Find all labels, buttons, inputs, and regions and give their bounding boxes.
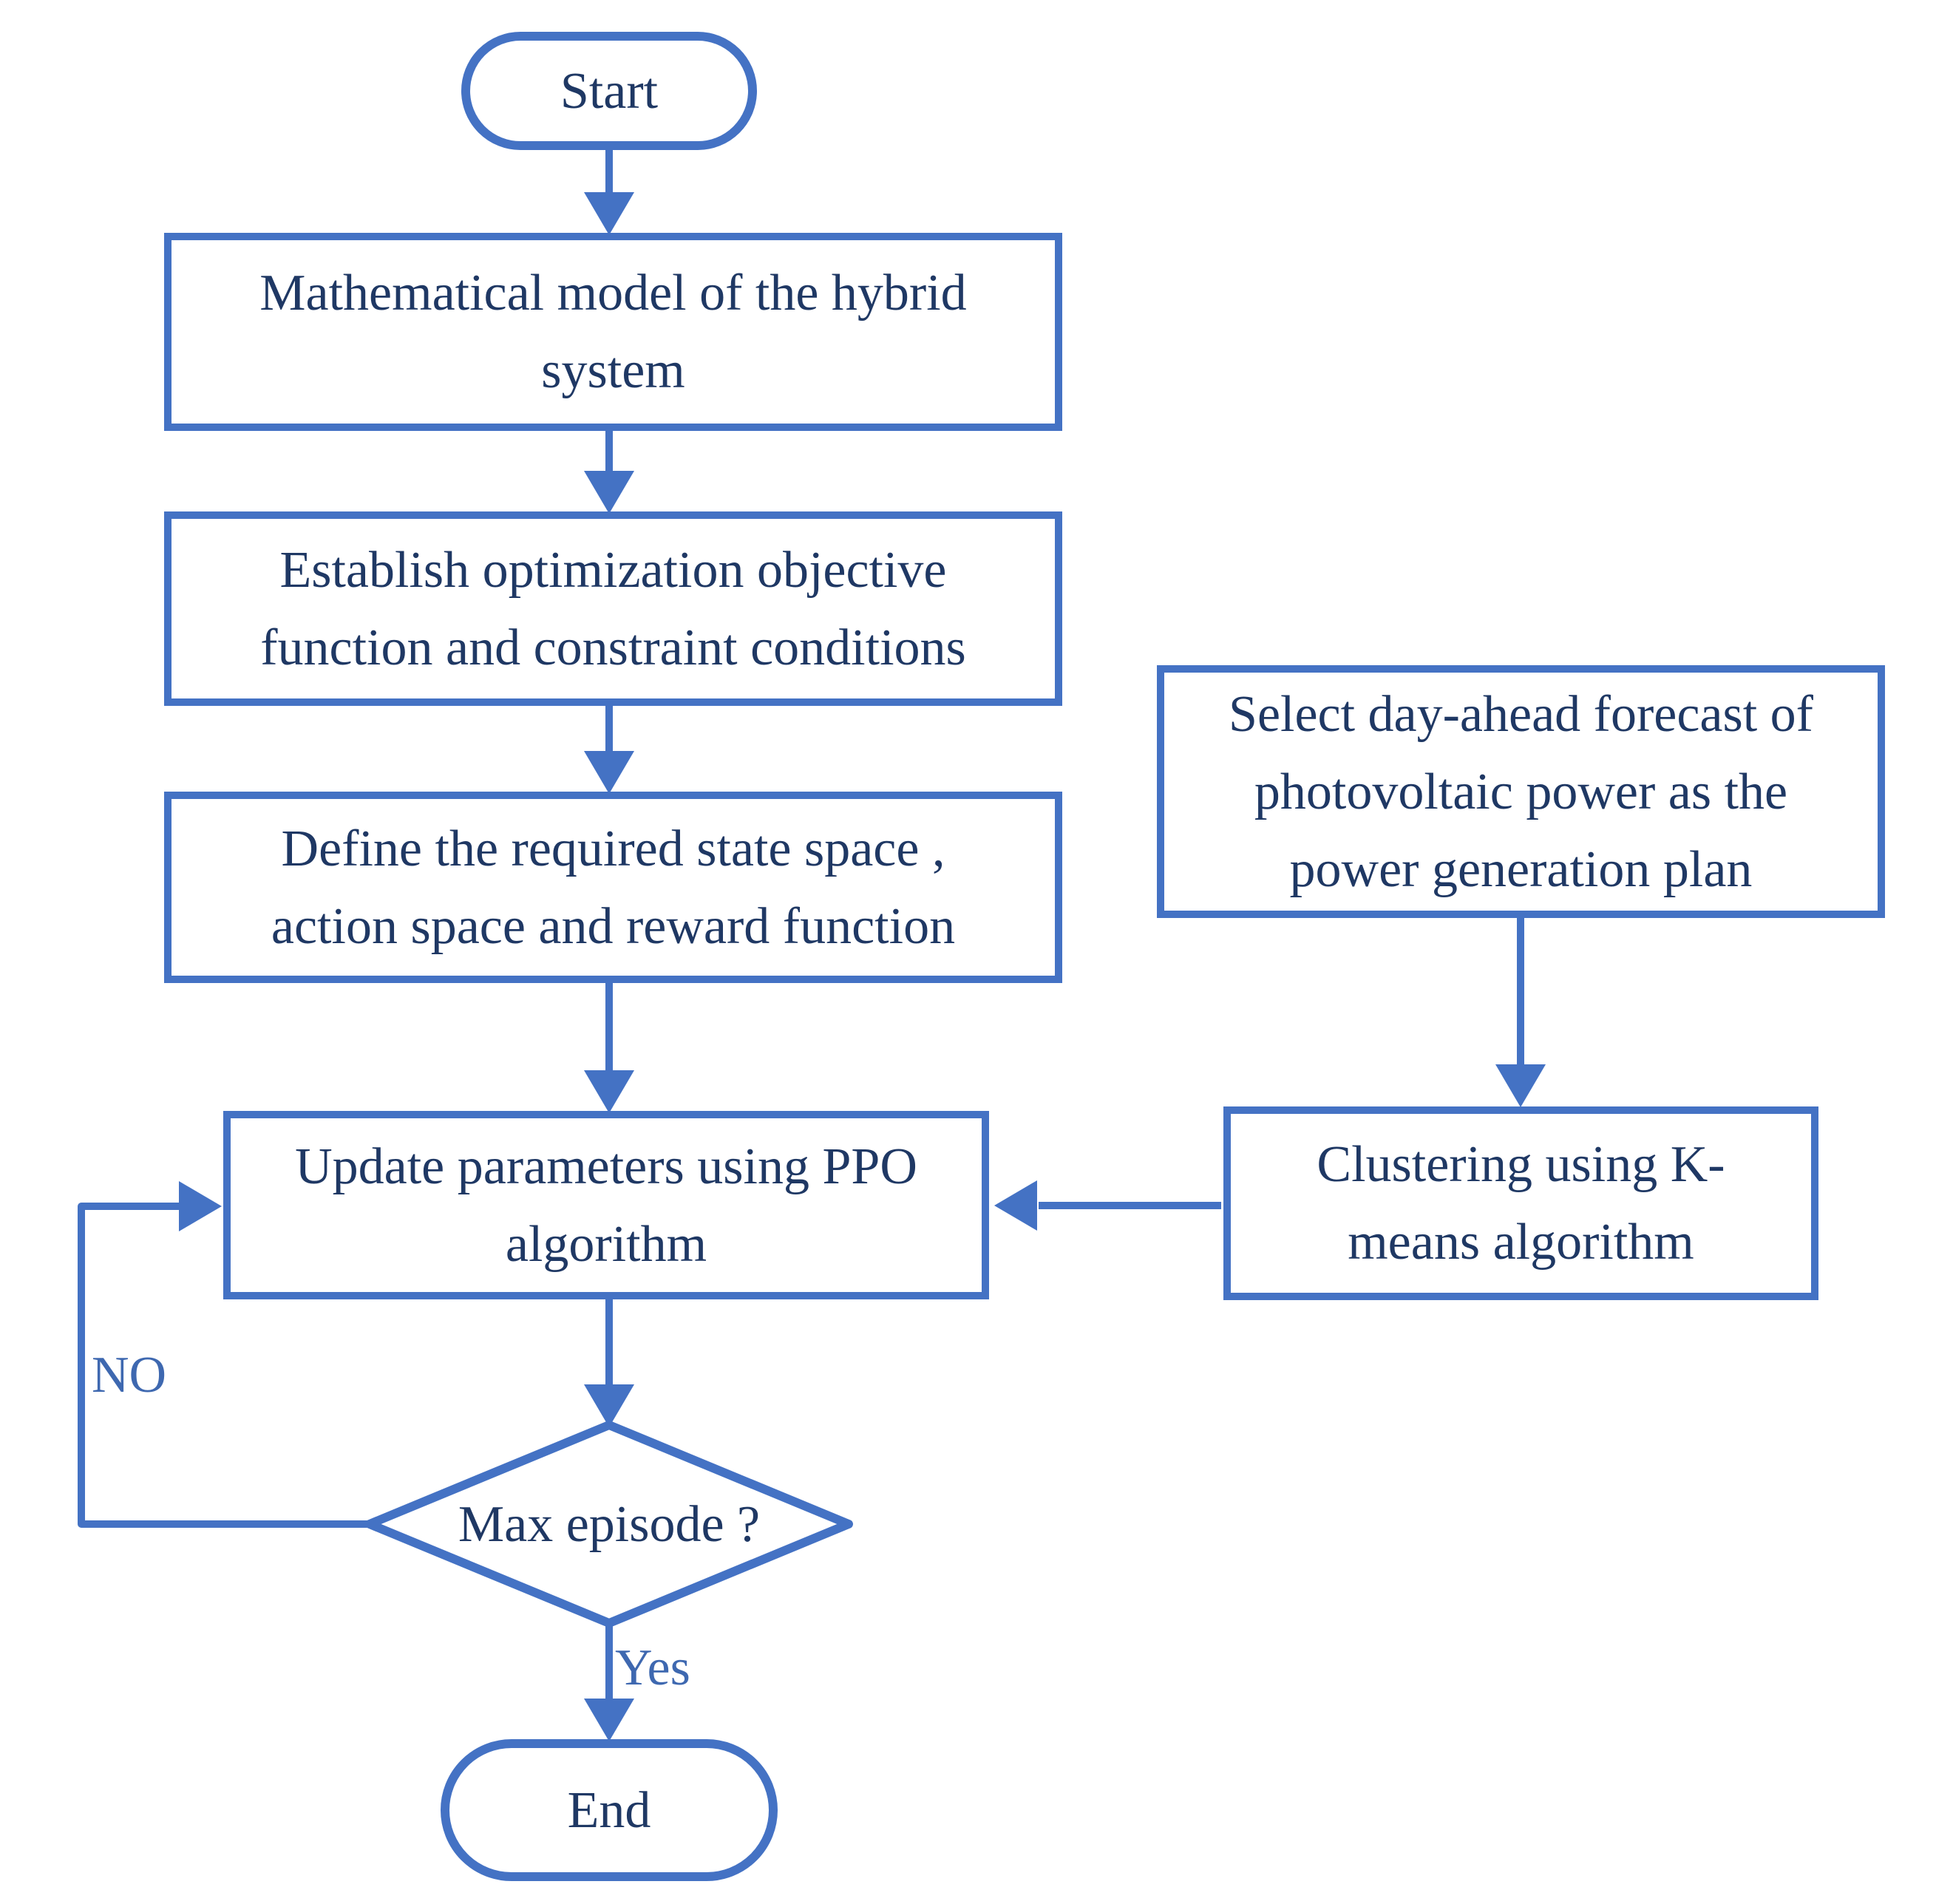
process-math-model-label: Mathematical model of the hybrid system	[259, 265, 967, 399]
end-node: End	[441, 1739, 778, 1881]
arrowhead-into-ppo-top	[584, 1070, 634, 1113]
arrowhead-into-objective	[584, 471, 634, 514]
start-node: Start	[461, 32, 757, 150]
process-select-forecast: Select day-ahead forecast of photovoltai…	[1157, 665, 1885, 918]
decision-diamond-shape	[365, 1421, 853, 1628]
decision-max-episode: Max episode ?	[387, 1486, 831, 1563]
arrowhead-into-kmeans	[1495, 1064, 1546, 1107]
start-label: Start	[560, 62, 659, 120]
end-label: End	[567, 1781, 651, 1839]
arrowhead-into-state-space	[584, 751, 634, 794]
edge-label-yes: Yes	[615, 1639, 690, 1696]
process-objective: Establish optimization objective functio…	[164, 511, 1062, 706]
edge-label-no: NO	[92, 1347, 167, 1404]
process-ppo-update: Update parameters using PPO algorithm	[223, 1111, 989, 1299]
process-math-model: Mathematical model of the hybrid system	[164, 233, 1062, 431]
process-kmeans: Clustering using K- means algorithm	[1223, 1106, 1818, 1300]
process-state-space-label: Define the required state space , action…	[271, 820, 956, 955]
process-kmeans-label: Clustering using K- means algorithm	[1317, 1136, 1725, 1271]
decision-max-episode-label: Max episode ?	[458, 1495, 761, 1553]
process-select-forecast-label: Select day-ahead forecast of photovoltai…	[1229, 685, 1813, 898]
arrowhead-into-end	[584, 1699, 634, 1741]
arrowhead-into-ppo-right	[994, 1180, 1037, 1231]
process-state-space: Define the required state space , action…	[164, 792, 1062, 983]
process-ppo-update-label: Update parameters using PPO algorithm	[295, 1138, 917, 1273]
edge-decision-no-loop	[78, 1203, 370, 1528]
process-objective-label: Establish optimization objective functio…	[260, 541, 966, 676]
arrowhead-into-math-model	[584, 192, 634, 235]
arrowhead-into-decision	[584, 1384, 634, 1427]
arrowhead-into-ppo-left	[179, 1181, 222, 1231]
